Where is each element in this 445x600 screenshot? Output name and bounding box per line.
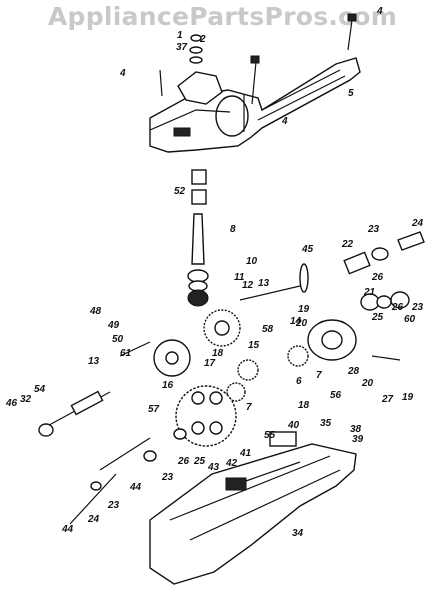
callout-4: 4 bbox=[281, 116, 288, 127]
callout-23: 23 bbox=[161, 472, 174, 483]
callout-17: 17 bbox=[204, 358, 216, 369]
callout-4: 4 bbox=[119, 68, 126, 79]
callout-50: 50 bbox=[112, 334, 124, 345]
callout-28: 28 bbox=[347, 366, 360, 377]
bushings-and-shaft bbox=[187, 169, 209, 307]
callout-49: 49 bbox=[107, 320, 120, 331]
callout-15: 15 bbox=[248, 340, 260, 351]
right-side-shaft bbox=[239, 231, 425, 361]
callout-60: 60 bbox=[404, 314, 416, 325]
upper-housing bbox=[149, 57, 361, 153]
callout-58: 58 bbox=[262, 324, 274, 335]
callout-56: 56 bbox=[330, 390, 342, 401]
callout-19: 19 bbox=[298, 304, 310, 315]
callout-21: 21 bbox=[363, 287, 376, 298]
callout-19: 19 bbox=[402, 392, 414, 403]
callout-57: 57 bbox=[148, 404, 160, 415]
callout-2: 2 bbox=[199, 34, 206, 45]
callout-41: 41 bbox=[239, 448, 252, 459]
callout-25: 25 bbox=[193, 456, 206, 467]
callout-13: 13 bbox=[88, 356, 100, 367]
callout-16: 16 bbox=[162, 380, 174, 391]
callout-18: 18 bbox=[298, 400, 310, 411]
callout-20: 20 bbox=[361, 378, 374, 389]
callout-6: 6 bbox=[296, 376, 302, 387]
callout-25: 25 bbox=[371, 312, 384, 323]
callout-14: 14 bbox=[290, 316, 302, 327]
callout-5: 5 bbox=[348, 88, 354, 99]
callout-40: 40 bbox=[287, 420, 300, 431]
callout-38: 38 bbox=[350, 424, 362, 435]
callout-54: 54 bbox=[34, 384, 46, 395]
callout-26: 26 bbox=[371, 272, 384, 283]
callout-1: 1 bbox=[177, 30, 183, 41]
callout-20: 20 bbox=[295, 318, 308, 329]
callout-52: 52 bbox=[174, 186, 186, 197]
callout-34: 34 bbox=[292, 528, 304, 539]
callout-32: 32 bbox=[20, 394, 32, 405]
top-bolts bbox=[159, 13, 357, 132]
callout-4: 4 bbox=[376, 6, 383, 17]
callout-45: 45 bbox=[301, 244, 314, 255]
callout-11: 11 bbox=[234, 272, 245, 283]
callout-7: 7 bbox=[316, 370, 322, 381]
lower-case bbox=[69, 428, 357, 585]
callout-22: 22 bbox=[341, 239, 354, 250]
callout-23: 23 bbox=[107, 500, 120, 511]
callout-12: 12 bbox=[242, 280, 254, 291]
callout-44: 44 bbox=[61, 524, 74, 535]
callout-37: 37 bbox=[176, 42, 188, 53]
callout-18: 18 bbox=[212, 348, 224, 359]
callout-7: 7 bbox=[246, 402, 252, 413]
callout-23: 23 bbox=[411, 302, 424, 313]
callout-42: 42 bbox=[225, 458, 238, 469]
callout-44: 44 bbox=[129, 482, 142, 493]
callout-43: 43 bbox=[207, 462, 220, 473]
gear-cluster bbox=[38, 309, 357, 447]
callout-55: 55 bbox=[264, 430, 276, 441]
callout-39: 39 bbox=[352, 434, 364, 445]
callout-26: 26 bbox=[177, 456, 190, 467]
callout-8: 8 bbox=[230, 224, 236, 235]
callout-24: 24 bbox=[411, 218, 424, 229]
callout-61: 61 bbox=[120, 348, 132, 359]
callout-46: 46 bbox=[5, 398, 18, 409]
callout-48: 48 bbox=[89, 306, 102, 317]
callout-24: 24 bbox=[87, 514, 100, 525]
callout-13: 13 bbox=[258, 278, 270, 289]
callout-26: 26 bbox=[391, 302, 404, 313]
callout-10: 10 bbox=[246, 256, 258, 267]
callout-27: 27 bbox=[381, 394, 394, 405]
callout-35: 35 bbox=[320, 418, 332, 429]
watermark-text: AppliancePartsPros.com bbox=[47, 2, 398, 31]
callout-23: 23 bbox=[367, 224, 380, 235]
